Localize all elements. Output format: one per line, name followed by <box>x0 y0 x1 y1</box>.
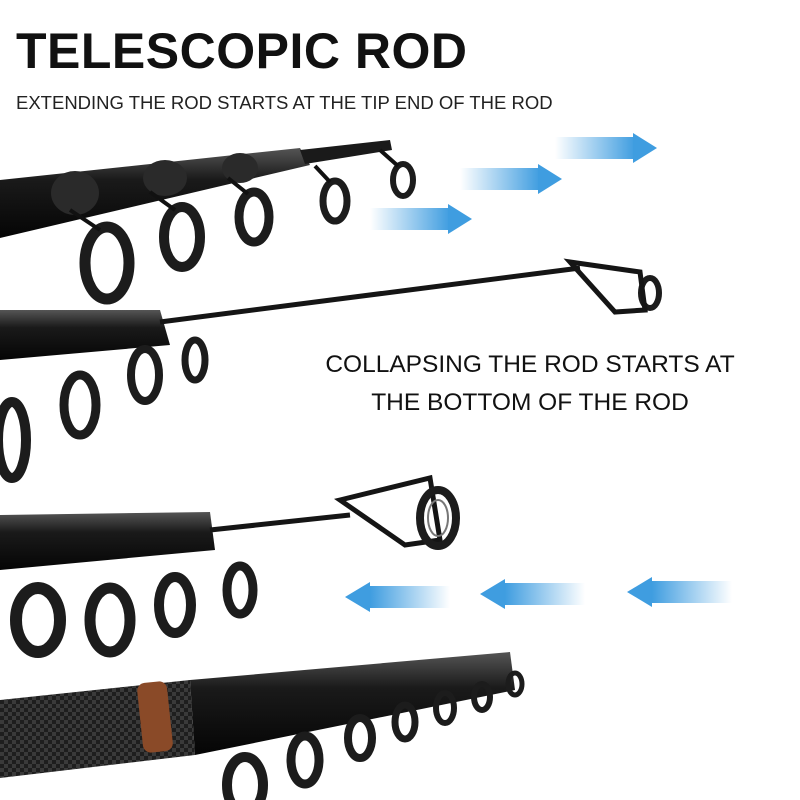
collapse-instruction-line-1: COLLAPSING THE ROD STARTS AT <box>325 351 735 378</box>
arrow-right-2 <box>460 164 562 194</box>
arrow-left-1 <box>345 582 450 612</box>
collapse-instruction-line-2: THE BOTTOM OF THE ROD <box>371 389 689 416</box>
rod-section-2 <box>0 258 662 483</box>
rod-section-1 <box>0 140 416 305</box>
rod-section-4 <box>0 652 525 800</box>
page-title: TELESCOPIC ROD <box>16 23 468 79</box>
collapse-instruction: COLLAPSING THE ROD STARTS AT THE BOTTOM … <box>300 346 760 422</box>
rod-section-3 <box>0 474 460 658</box>
arrow-left-2 <box>480 579 585 609</box>
arrow-left-3 <box>627 577 732 607</box>
extend-instruction: EXTENDING THE ROD STARTS AT THE TIP END … <box>16 92 553 113</box>
arrow-right-3 <box>555 133 657 163</box>
arrow-right-1 <box>370 204 472 234</box>
